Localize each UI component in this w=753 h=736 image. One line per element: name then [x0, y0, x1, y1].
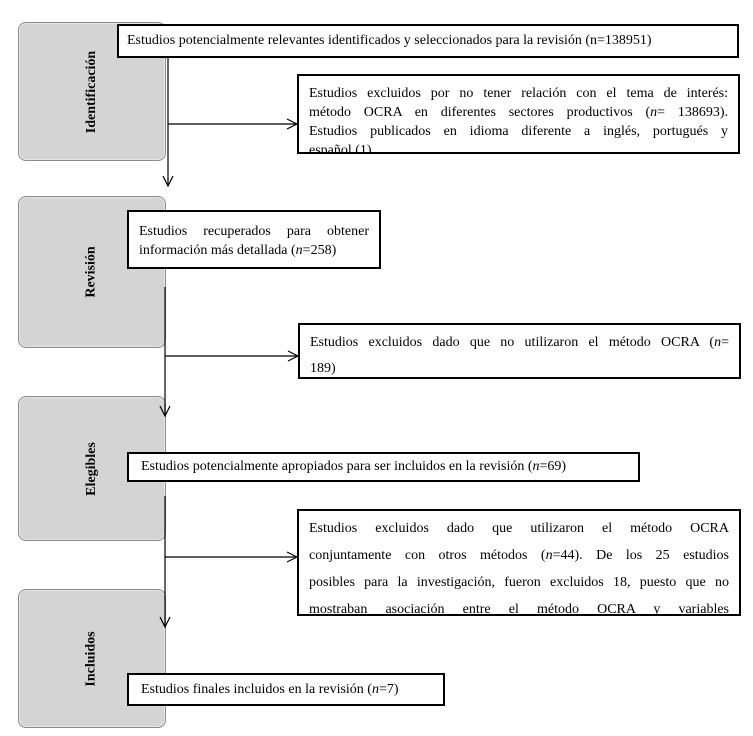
box-excluded-1: Estudios excluidos por no tener relación…: [297, 74, 740, 154]
box-excluded-2: Estudios excluidos dado que no utilizaro…: [298, 323, 741, 379]
box-identified-text: Estudios potencialmente relevantes ident…: [127, 33, 652, 48]
box-final: Estudios finales incluidos en la revisió…: [127, 673, 445, 706]
excluded-3-line2: conjuntamente con otros métodos (n=44). …: [309, 548, 729, 563]
retrieved-line1: Estudios recuperados para obtener: [139, 224, 369, 239]
box-identified: Estudios potencialmente relevantes ident…: [117, 24, 739, 58]
excluded-1-line1: Estudios excluidos por no tener relación…: [309, 86, 728, 101]
excluded-1-line4: español (1).: [309, 143, 376, 154]
excluded-3-line4: mostraban asociación entre el método OCR…: [309, 602, 729, 616]
eligible-text: Estudios potencialmente apropiados para …: [141, 459, 567, 474]
excluded-3-line1: Estudios excluidos dado que utilizaron e…: [309, 521, 729, 536]
excluded-2-line2: 189): [310, 361, 336, 376]
final-text: Estudios finales incluidos en la revisió…: [141, 681, 399, 697]
box-eligible: Estudios potencialmente apropiados para …: [127, 452, 640, 482]
retrieved-line2: información más detallada (n=258): [139, 243, 337, 258]
excluded-1-line3: Estudios publicados en idioma diferente …: [309, 124, 728, 139]
excluded-2-line1: Estudios excluidos dado que no utilizaro…: [310, 335, 729, 350]
box-excluded-3: Estudios excluidos dado que utilizaron e…: [297, 509, 741, 616]
excluded-1-line2: método OCRA en diferentes sectores produ…: [309, 105, 728, 120]
excluded-3-line3: posibles para la investigación, fueron e…: [309, 575, 729, 590]
box-retrieved: Estudios recuperados para obtener inform…: [127, 210, 381, 269]
